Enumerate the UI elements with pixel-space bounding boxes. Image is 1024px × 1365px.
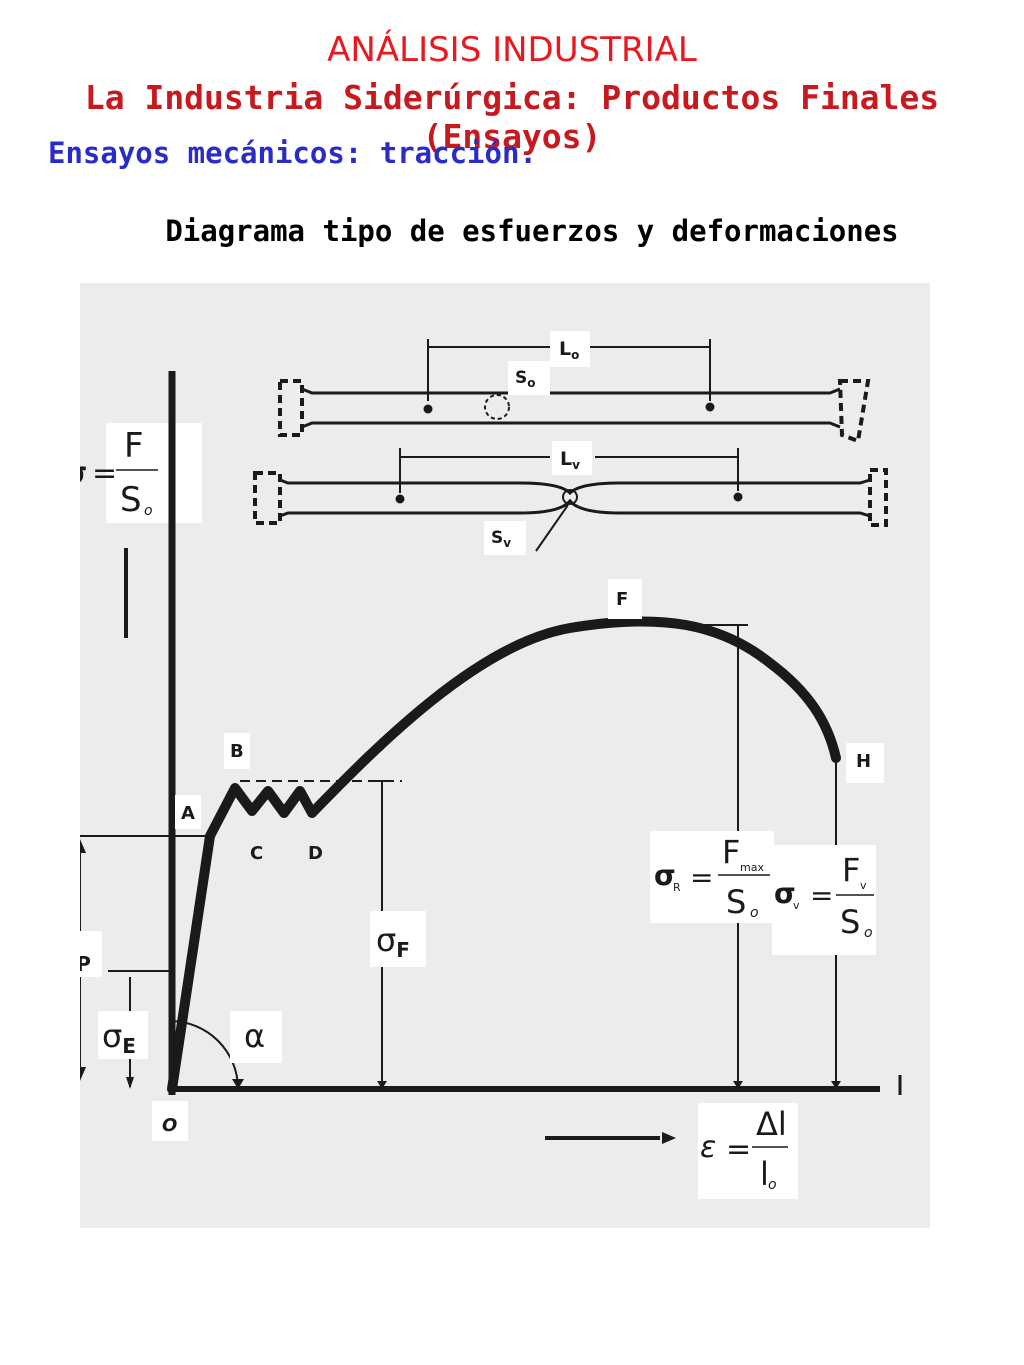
specimen-necked (253, 448, 888, 552)
sigma-p-label: σP (80, 935, 91, 976)
svg-text:S: S (840, 903, 860, 941)
sigma-f-arrow (377, 1081, 387, 1089)
sigma-e-label: σE (102, 1017, 136, 1058)
svg-text:=: = (726, 1132, 751, 1167)
point-f: F (616, 589, 628, 610)
stress-strain-figure: Lo So Lv Sv σ = F S o (80, 283, 930, 1228)
sigma-f-label: σF (376, 921, 410, 962)
point-f-box (608, 579, 642, 619)
point-h-box (846, 743, 884, 783)
sv-label: Sv (491, 528, 511, 550)
sigma-v-formula-box (772, 845, 876, 955)
svg-text:=: = (92, 456, 117, 491)
point-o: O (162, 1115, 177, 1136)
lo-label: Lo (559, 338, 579, 362)
svg-text:v: v (793, 899, 800, 912)
page-subtitle: La Industria Siderúrgica: Productos Fina… (84, 78, 940, 156)
svg-text:=: = (690, 861, 713, 894)
so-label: So (515, 368, 536, 390)
section-heading: Ensayos mecánicos: tracción. (48, 136, 537, 170)
lv-label-box (552, 441, 592, 475)
strain-formula-box (698, 1103, 798, 1199)
svg-text:o: o (864, 925, 873, 941)
point-b: B (230, 741, 244, 762)
alpha-label: α (244, 1017, 265, 1055)
svg-text:ε: ε (700, 1130, 716, 1165)
svg-text:v: v (860, 879, 867, 892)
svg-text:σ: σ (774, 877, 796, 910)
point-a: A (181, 803, 195, 824)
sigma-p-arrow-top (80, 839, 86, 853)
sigma-r-formula: σ R = F max S o (654, 833, 770, 921)
svg-text:S: S (120, 480, 142, 520)
svg-text:σ: σ (654, 859, 676, 892)
specimen-original (278, 339, 871, 444)
sv-label-box (484, 521, 526, 555)
origin-box (152, 1101, 188, 1141)
so-label-box (508, 361, 550, 395)
svg-text:=: = (810, 879, 833, 912)
strain-arrow-head (662, 1132, 676, 1144)
point-h: H (856, 751, 871, 772)
lo-label-box (550, 331, 590, 367)
sigma-r-arrow (733, 1081, 743, 1089)
sigma-v-arrow (831, 1081, 841, 1089)
alpha-arc-arrow (232, 1079, 244, 1089)
svg-text:F: F (842, 851, 860, 889)
point-a-box (175, 795, 201, 829)
stress-formula-box (106, 423, 202, 523)
svg-text:σ: σ (80, 456, 87, 491)
svg-text:o: o (144, 503, 153, 519)
sigma-e-arrow (126, 1077, 134, 1089)
strain-formula: ε = Δl l o (700, 1105, 788, 1193)
sigma-p-box (80, 931, 102, 977)
sigma-v-formula: σ v = F v S o (774, 851, 874, 941)
svg-text:S: S (726, 883, 746, 921)
sigma-e-box (98, 1011, 148, 1059)
point-d: D (308, 843, 323, 864)
svg-text:max: max (740, 861, 764, 874)
sigma-f-box (370, 911, 426, 967)
point-c: C (250, 843, 263, 864)
stress-strain-diagram: Lo So Lv Sv σ = F S o (80, 331, 902, 1199)
point-b-box (224, 733, 250, 769)
stress-strain-curve (167, 616, 841, 1094)
sigma-p-arrow-bottom (80, 1067, 86, 1081)
diagram-title: Diagrama tipo de esfuerzos y deformacion… (165, 214, 899, 248)
lv-label: Lv (560, 448, 580, 472)
sigma-r-formula-box (650, 831, 774, 923)
svg-text:F: F (124, 426, 144, 466)
svg-text:R: R (673, 881, 681, 894)
alpha-box (230, 1011, 282, 1063)
svg-text:o: o (750, 905, 759, 921)
svg-text:Δl: Δl (756, 1105, 787, 1143)
stress-formula: σ = F S o (80, 426, 158, 520)
svg-text:l: l (760, 1155, 769, 1193)
svg-text:F: F (722, 833, 740, 871)
page-title: ANÁLISIS INDUSTRIAL (327, 30, 697, 70)
svg-text:o: o (768, 1177, 777, 1193)
